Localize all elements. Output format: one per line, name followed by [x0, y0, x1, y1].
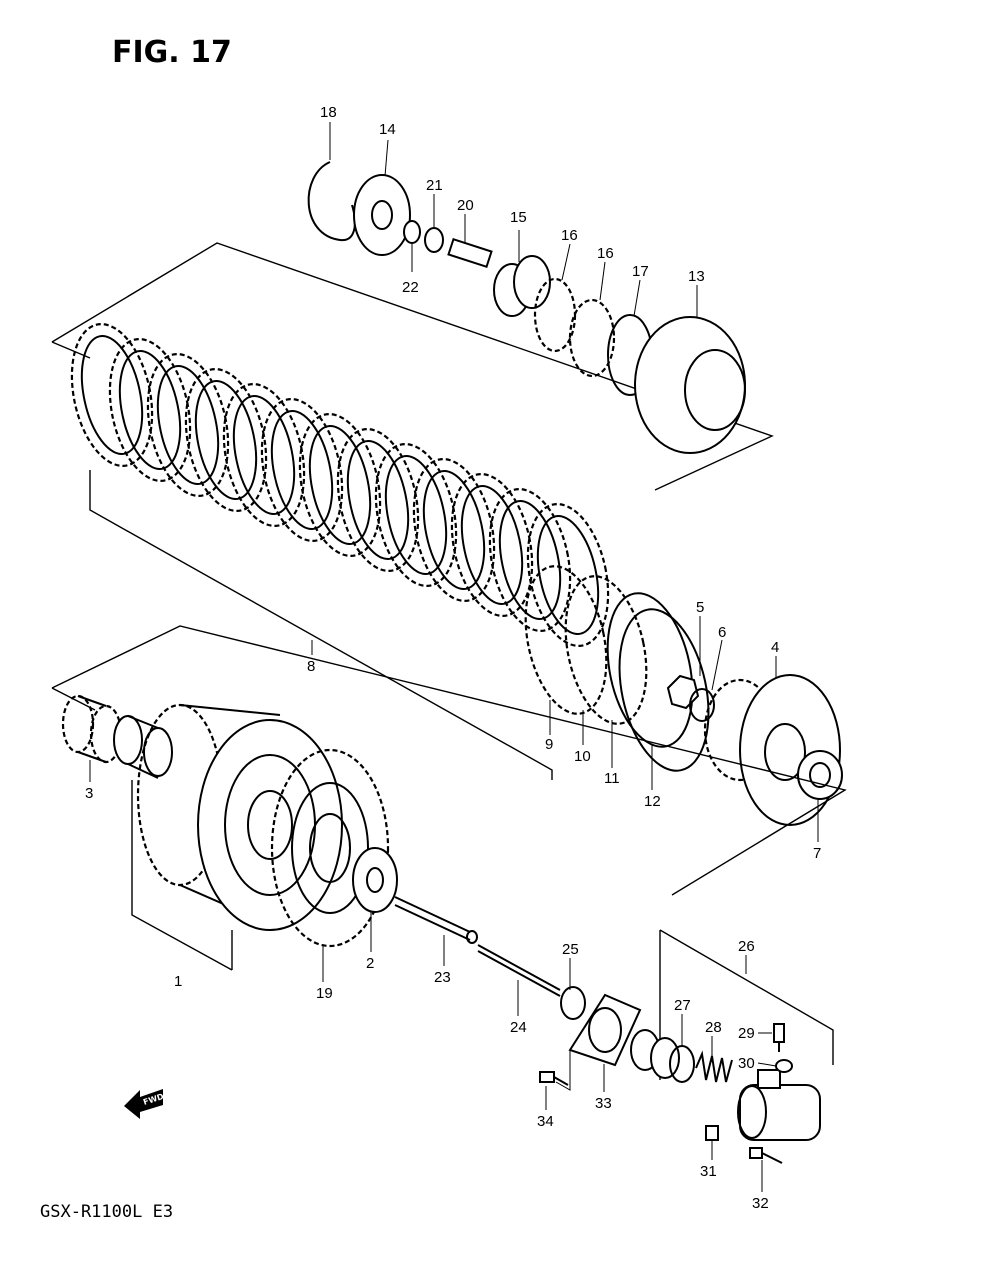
part-29-bleeder-valve	[773, 1023, 785, 1052]
callout-19: 19	[316, 985, 333, 1002]
lower-bracket-box	[51, 625, 847, 896]
callout-25: 25	[562, 941, 579, 958]
clutch-plate-stack	[70, 323, 610, 647]
bracket-1	[131, 780, 233, 971]
model-code: GSX-R1100L E3	[40, 1202, 173, 1222]
leader-33-34	[555, 1050, 571, 1091]
part-19-clutch-hub	[270, 748, 390, 948]
callout-labels: 18 14 21 20 15 16 16 17 13 22 8 5 6 4 9 …	[85, 104, 821, 1212]
part-26-release-cylinder	[737, 1069, 821, 1141]
part-16-plate-a	[533, 277, 577, 353]
part-23-push-rod	[394, 896, 478, 944]
callout-4: 4	[771, 639, 779, 656]
part-25-piston-cup	[560, 986, 586, 1020]
part-33-cover-plate	[568, 993, 642, 1067]
callout-8: 8	[307, 658, 315, 675]
bracket-8	[89, 470, 553, 780]
callout-1: 1	[174, 973, 182, 990]
part-18-circlip	[307, 161, 356, 242]
part-5-nut	[666, 674, 700, 710]
callout-2: 2	[366, 955, 374, 972]
part-30-cap	[775, 1059, 793, 1073]
callout-28: 28	[705, 1019, 722, 1036]
part-24-push-rod	[477, 944, 561, 997]
callout-30: 30	[738, 1055, 755, 1072]
callout-31: 31	[700, 1163, 717, 1180]
callout-6: 6	[718, 624, 726, 641]
callout-27: 27	[674, 997, 691, 1014]
callout-33: 33	[595, 1095, 612, 1112]
part-1-primary-driven-gear	[136, 703, 343, 931]
callout-24: 24	[510, 1019, 527, 1036]
callout-16b: 16	[597, 245, 614, 262]
fwd-arrow-icon: FWD	[124, 1089, 165, 1119]
callout-16a: 16	[561, 227, 578, 244]
part-3-needle-bearing	[61, 694, 123, 764]
part-16-plate-b	[568, 298, 616, 378]
part-34-bolt	[539, 1071, 569, 1086]
callout-23: 23	[434, 969, 451, 986]
callout-10: 10	[574, 748, 591, 765]
callout-26: 26	[738, 938, 755, 955]
callout-18: 18	[320, 104, 337, 121]
callout-11: 11	[604, 770, 620, 787]
spacer-sleeve	[113, 715, 173, 779]
callout-21: 21	[426, 177, 443, 194]
callout-17: 17	[632, 263, 649, 280]
callout-3: 3	[85, 785, 93, 802]
part-2-thrust-washer	[352, 847, 398, 913]
part-14-lifter-plate	[353, 174, 411, 256]
part-15-bushing	[493, 255, 551, 317]
callout-14: 14	[379, 121, 396, 138]
part-13-outer-ring	[634, 316, 746, 454]
bracket-26	[659, 929, 834, 1065]
part-7-washer	[797, 750, 843, 800]
callout-15: 15	[510, 209, 527, 226]
part-9-spring-seat	[524, 565, 608, 715]
leader-30	[757, 1062, 777, 1067]
part-12-circlip	[618, 608, 710, 772]
callout-20: 20	[457, 197, 474, 214]
callout-22: 22	[402, 279, 419, 296]
callout-13: 13	[688, 268, 705, 285]
leader-lines	[89, 122, 819, 1192]
part-21-bearing	[424, 227, 444, 253]
part-11-pressure-plate	[606, 592, 694, 748]
callout-12: 12	[644, 793, 661, 810]
part-22-washer	[403, 220, 421, 244]
callout-7: 7	[813, 845, 821, 862]
part-32-bolt	[749, 1147, 783, 1164]
callout-9: 9	[545, 736, 553, 753]
figure-title: FIG. 17	[112, 35, 232, 70]
callout-34: 34	[537, 1113, 554, 1130]
part-4-sleeve-hub	[703, 674, 841, 826]
callout-5: 5	[696, 599, 704, 616]
part-27-piston	[630, 1029, 695, 1083]
part-28-spring	[695, 1050, 733, 1083]
callout-29: 29	[738, 1025, 755, 1042]
part-31-dowel	[705, 1125, 719, 1141]
part-20-lifter	[447, 237, 493, 269]
part-10-plate	[564, 575, 648, 725]
part-6-washer	[689, 688, 715, 722]
callout-32: 32	[752, 1195, 769, 1212]
